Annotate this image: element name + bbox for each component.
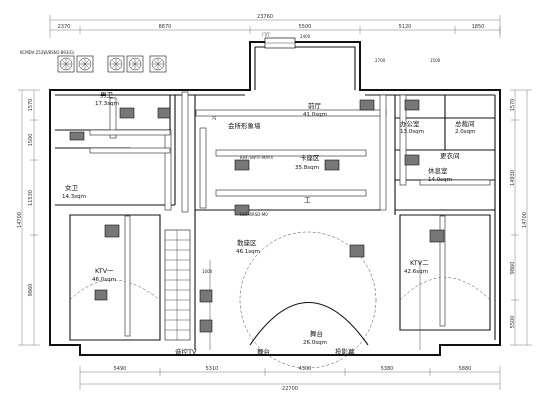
room-name-office: 办公室 (400, 119, 420, 128)
room-name-work: 工 (304, 196, 311, 204)
dim-top-3: 5500 (299, 24, 312, 30)
room-name-booth-area: 卡座区 (300, 153, 320, 162)
room-area-ktv-1: 46.0sqm (92, 277, 116, 283)
top-dimension-lines (49, 15, 501, 38)
bottom-dimension-lines (79, 366, 501, 390)
dim-right-3: 9860 (510, 262, 516, 275)
duct-tag-2: KHF-4RSD-M0 (240, 212, 268, 217)
duct-tag-1: KHF-SWTF-MAY4 (240, 155, 273, 160)
dim-right-2: 14930 (510, 170, 516, 186)
dim-overall-top: 23760 (257, 14, 273, 20)
room-area-lounge: 14.0sqm (428, 177, 452, 183)
room-area-booth-area: 35.8sqm (295, 165, 319, 171)
stair-dim: 1000 (202, 269, 213, 274)
room-name-changing-room: 更衣间 (440, 151, 460, 160)
room-name-stage: 舞台 (310, 329, 323, 338)
dim-left-total: 14700 (17, 212, 23, 228)
room-name-lobby: 前厅 (308, 101, 322, 110)
entrance-door (264, 37, 296, 49)
dim-top-1: 2370 (58, 24, 71, 30)
dim-bottom-1: 5490 (114, 366, 127, 372)
bottom-label-projector-screen: 投影幕 (335, 347, 355, 356)
indoor-units (69, 99, 445, 333)
dim-right-4: 5500 (510, 316, 516, 329)
bottom-label-av: 音控TV (175, 347, 197, 356)
dim-left-4: 9860 (28, 284, 34, 297)
dim-top-4: 5120 (399, 24, 412, 30)
room-name-womens-wc: 女卫 (65, 183, 79, 192)
outdoor-unit-label: KCMDV-252W/BSN1-893(G) (20, 50, 75, 55)
room-name-mens-wc: 男卫 (100, 91, 114, 99)
left-dimension-lines (18, 89, 40, 346)
dim-overall-bottom: 22700 (282, 386, 298, 392)
room-name-seating: 散座区 (237, 238, 257, 247)
right-dimension-lines (510, 89, 532, 346)
dim-top-5: 1850 (472, 24, 485, 30)
dim-top-2: 8870 (159, 24, 172, 30)
stair (164, 229, 191, 341)
dim-bottom-5: 5880 (459, 366, 472, 372)
entrance-dim: 2400 (300, 34, 311, 39)
room-area-stage: 26.0sqm (303, 340, 327, 346)
upper-note-1: 2700 (375, 58, 386, 63)
entrance-label: 门厅 (262, 31, 270, 37)
room-area-ktv-2: 42.6sqm (404, 269, 428, 275)
room-area-office: 13.0sqm (400, 129, 424, 135)
exterior-walls (49, 41, 501, 356)
dim-bottom-2: 5310 (206, 366, 219, 372)
dim-bottom-4: 5380 (381, 366, 394, 372)
room-name-lounge: 休息室 (428, 166, 448, 175)
dim-right-total: 14700 (522, 212, 528, 228)
ducts (89, 91, 491, 337)
dim-left-1: 1570 (28, 99, 34, 112)
room-area-ceo-room: 2.0sqm (455, 129, 475, 135)
ktv-round-walls (69, 277, 491, 301)
upper-note-2: 1500 (430, 58, 441, 63)
bottom-label-stage: 舞台 (257, 347, 270, 356)
dim-bottom-3: 4300 (299, 366, 312, 372)
room-name-ktv-1: KTV一 (95, 267, 114, 275)
dim-left-2: 1500 (28, 134, 34, 147)
room-area-mens-wc: 17.3sqm (95, 101, 119, 107)
room-area-lobby: 41.0sqm (303, 112, 327, 118)
outdoor-units (57, 55, 167, 73)
room-area-womens-wc: 14.3sqm (62, 194, 86, 200)
dim-right-1: 1570 (510, 99, 516, 112)
dim-left-3: 11530 (28, 190, 34, 206)
room-name-ktv-2: KTV二 (410, 259, 429, 267)
room-name-image-wall: 会所形象墙 (228, 121, 261, 130)
room-name-ceo-room: 总裁间 (455, 119, 475, 128)
stage-area (209, 231, 421, 369)
room-area-seating: 46.1sqm (236, 249, 260, 255)
